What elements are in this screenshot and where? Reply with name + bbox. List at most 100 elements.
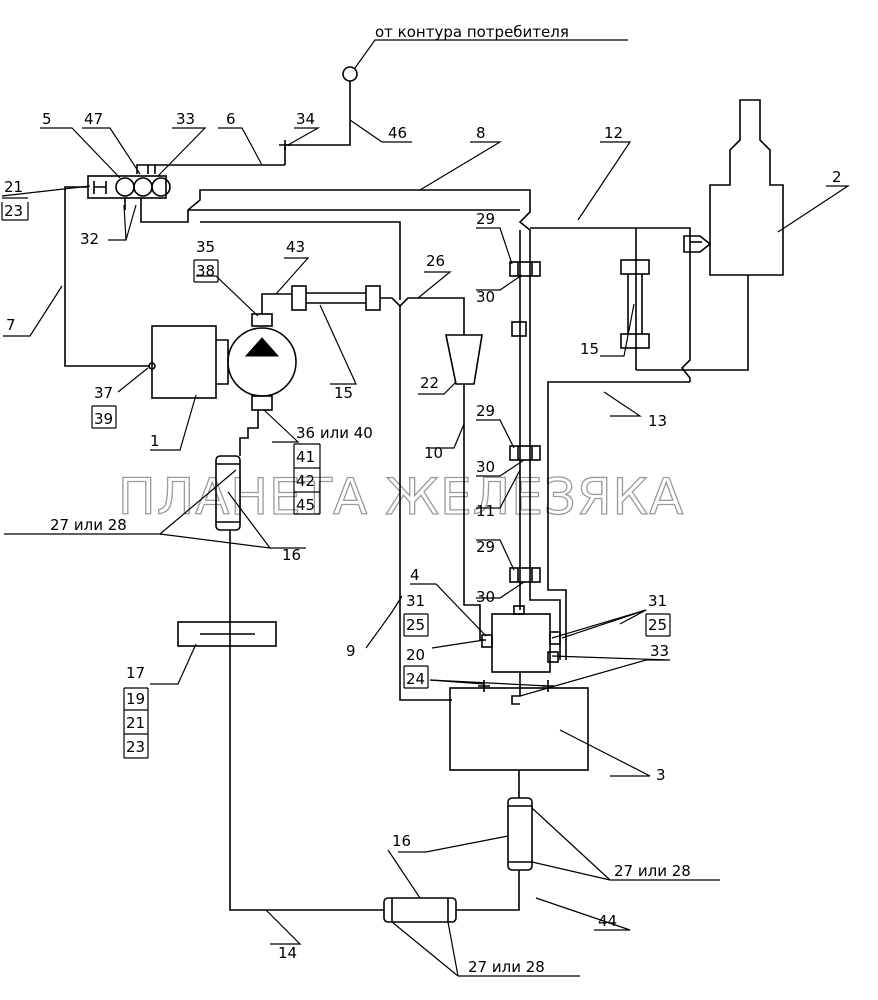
callout-46: 46	[388, 124, 407, 142]
valve-circle-1	[115, 177, 135, 197]
box-39	[91, 405, 117, 429]
callout-16-bottom: 16	[392, 832, 411, 850]
fitting-small	[511, 321, 527, 337]
motor-1-coupling	[216, 339, 229, 385]
callout-29-low: 29	[476, 538, 495, 556]
filter-22	[445, 334, 483, 385]
line-6b	[147, 165, 156, 174]
filter-16-right-caps	[508, 805, 532, 863]
fitting-29-30-mid	[509, 445, 541, 461]
callout-12: 12	[604, 124, 623, 142]
filter-16-left-caps	[216, 463, 240, 523]
pump-arrow-icon	[244, 337, 280, 357]
callout-23-low: 23	[126, 738, 145, 756]
callout-36-or-40: 36 или 40	[296, 424, 373, 442]
line-8-outer	[140, 189, 561, 660]
filter-16-left	[215, 455, 241, 531]
callout-47: 47	[84, 110, 103, 128]
component-2-port	[683, 235, 712, 253]
leader-lines	[1, 119, 851, 977]
callout-43: 43	[286, 238, 305, 256]
consumer-port	[342, 66, 358, 82]
callout-31-left: 31	[406, 592, 425, 610]
callout-41: 41	[296, 448, 315, 466]
line-13	[547, 381, 690, 660]
callout-27-28-right: 27 или 28	[614, 862, 691, 880]
fitting-29-30-mid-ribs	[517, 446, 533, 460]
callout-34: 34	[296, 110, 315, 128]
callout-26: 26	[426, 252, 445, 270]
callout-33-top: 33	[176, 110, 195, 128]
valve-fitting	[93, 181, 107, 194]
distributor-port-33	[547, 651, 559, 663]
line-46	[284, 81, 351, 165]
component-17	[177, 621, 277, 647]
callout-25-left: 25	[406, 616, 425, 634]
distributor-port-top	[513, 605, 525, 615]
pump-port-top	[251, 313, 273, 327]
box-24	[403, 665, 429, 689]
component-2	[709, 99, 784, 276]
callout-33-right: 33	[650, 642, 669, 660]
callout-44: 44	[598, 912, 617, 930]
line-9	[399, 306, 452, 701]
callout-27-28-left: 27 или 28	[50, 516, 127, 534]
callout-42: 42	[296, 472, 315, 490]
callout-13: 13	[648, 412, 667, 430]
callout-1: 1	[150, 432, 160, 450]
callout-2: 2	[832, 168, 842, 186]
callout-21-low: 21	[126, 714, 145, 732]
callout-14: 14	[278, 944, 297, 962]
callout-3: 3	[656, 766, 666, 784]
valve-circle-2	[133, 177, 153, 197]
callout-9: 9	[346, 642, 356, 660]
callout-20: 20	[406, 646, 425, 664]
distributor-port-right	[549, 631, 561, 645]
box-19-21-23	[123, 687, 149, 759]
callout-5: 5	[42, 110, 52, 128]
fitting-29-30-top-ribs	[517, 262, 533, 276]
filter-16-bottom	[383, 897, 457, 923]
line-44	[456, 870, 520, 911]
line-26	[380, 297, 465, 335]
distributor-port-left	[481, 634, 493, 648]
callout-30-mid: 30	[476, 458, 495, 476]
callout-31-right: 31	[648, 592, 667, 610]
plug-20-left	[478, 680, 490, 692]
distributor-4	[491, 613, 551, 673]
callout-29-mid: 29	[476, 402, 495, 420]
callout-29-top: 29	[476, 210, 495, 228]
tank-3	[449, 687, 589, 771]
callout-30-low: 30	[476, 588, 495, 606]
callout-37: 37	[94, 384, 113, 402]
callout-23-top: 23	[4, 202, 23, 220]
callout-6: 6	[226, 110, 236, 128]
pump-port-bottom	[251, 395, 273, 411]
callout-32: 32	[80, 230, 99, 248]
source-label: от контура потребителя	[375, 23, 569, 41]
callout-15-right: 15	[580, 340, 599, 358]
callout-45: 45	[296, 496, 315, 514]
callout-7: 7	[6, 316, 16, 334]
callout-21-top: 21	[4, 178, 23, 196]
hose-15-right-line	[635, 228, 690, 371]
callout-25-right: 25	[648, 616, 667, 634]
line-43	[261, 293, 292, 314]
line-12	[530, 227, 691, 382]
fitting-29-30-top	[509, 261, 541, 277]
box-25-left	[403, 613, 429, 637]
valve-circle-3	[151, 177, 171, 197]
line-14	[229, 530, 384, 911]
hose-15-body	[306, 292, 366, 304]
box-38	[193, 259, 219, 283]
callout-16-left: 16	[282, 546, 301, 564]
callout-22: 22	[420, 374, 439, 392]
callout-38: 38	[196, 262, 215, 280]
filter-16-right	[507, 797, 533, 871]
callout-35: 35	[196, 238, 215, 256]
callout-19: 19	[126, 690, 145, 708]
callout-8: 8	[476, 124, 486, 142]
box-23-top	[1, 197, 29, 221]
